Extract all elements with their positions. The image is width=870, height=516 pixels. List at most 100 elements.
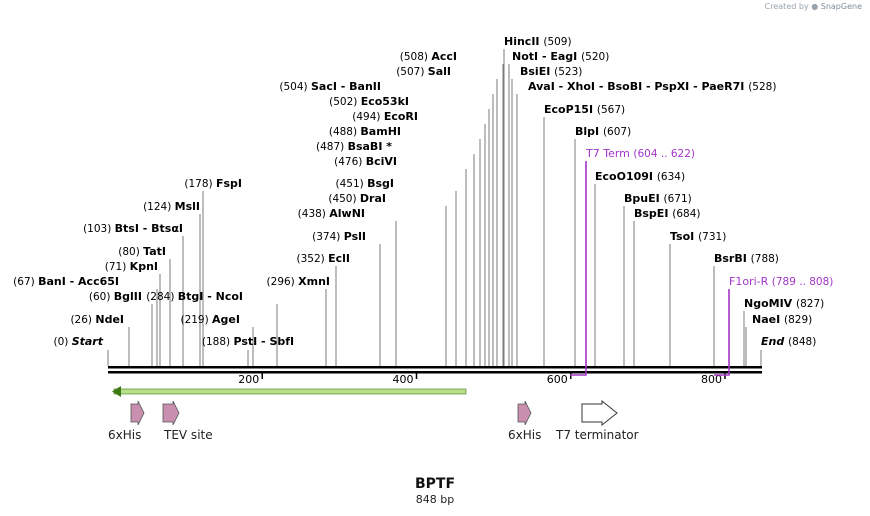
site-label-xmni[interactable]: (296) XmnI bbox=[267, 275, 330, 288]
site-label-kpni[interactable]: (71) KpnI bbox=[105, 260, 158, 273]
site-position: (607) bbox=[603, 126, 631, 138]
feature-tev-site-1[interactable]: TEV site bbox=[162, 400, 213, 442]
site-label-psli[interactable]: (374) PslI bbox=[312, 230, 366, 243]
site-label-msli[interactable]: (124) MslI bbox=[143, 200, 200, 213]
site-label-hincii[interactable]: HincII (509) bbox=[504, 35, 572, 48]
site-name: AgeI bbox=[212, 313, 240, 326]
svg-text:(508) AccI: (508) AccI bbox=[400, 50, 457, 63]
site-label-f1ori-r[interactable]: F1ori-R (789 .. 808) bbox=[729, 275, 833, 288]
site-label-tsoi[interactable]: TsoI (731) bbox=[670, 230, 726, 243]
svg-text:(352) EclI: (352) EclI bbox=[297, 252, 350, 265]
site-label-bamhi[interactable]: (488) BamHI bbox=[329, 125, 401, 138]
site-name: NdeI bbox=[95, 313, 124, 326]
svg-text:(487) BsaBI *: (487) BsaBI * bbox=[316, 140, 392, 153]
site-label-btsi-bts-i[interactable]: (103) BtsI - BtsαI bbox=[83, 222, 183, 235]
site-label-ngomiv[interactable]: NgoMIV (827) bbox=[744, 297, 824, 310]
feature-t7-terminator-3[interactable]: T7 terminator bbox=[555, 399, 639, 442]
site-label-ecoo109i[interactable]: EcoO109I (634) bbox=[595, 170, 685, 183]
site-label-ecori[interactable]: (494) EcoRI bbox=[352, 110, 418, 123]
site-label-saci-banii[interactable]: (504) SacI - BanII bbox=[279, 80, 381, 93]
site-position: (789 .. 808) bbox=[772, 276, 834, 288]
svg-text:(374) PslI: (374) PslI bbox=[312, 230, 366, 243]
site-name: BsrBI bbox=[714, 252, 751, 265]
feature-label: 6xHis bbox=[108, 428, 141, 442]
site-name: MslI bbox=[175, 200, 200, 213]
site-position: (827) bbox=[796, 298, 824, 310]
site-label-ndei[interactable]: (26) NdeI bbox=[70, 313, 124, 326]
site-position: (507) bbox=[396, 66, 428, 78]
site-name: EcoRI bbox=[384, 110, 418, 123]
site-label-end[interactable]: End (848) bbox=[761, 335, 816, 348]
site-name: HincII bbox=[504, 35, 543, 48]
site-label-blpi[interactable]: BlpI (607) bbox=[575, 125, 631, 138]
site-label-eco53ki[interactable]: (502) Eco53kI bbox=[329, 95, 409, 108]
site-label-drai[interactable]: (450) DraI bbox=[328, 192, 386, 205]
site-position: (502) bbox=[329, 96, 361, 108]
site-name: AccI bbox=[431, 50, 457, 63]
site-label-sali[interactable]: (507) SalI bbox=[396, 65, 451, 78]
svg-text:BlpI (607): BlpI (607) bbox=[575, 125, 631, 138]
site-name: BspEI bbox=[634, 207, 672, 220]
site-position: (284) bbox=[146, 291, 178, 303]
site-label-t7-term[interactable]: T7 Term (604 .. 622) bbox=[585, 147, 695, 160]
svg-text:NotI - EagI (520): NotI - EagI (520) bbox=[512, 50, 609, 63]
site-label-fspi[interactable]: (178) FspI bbox=[184, 177, 242, 190]
site-label-btgi-ncoi[interactable]: (284) BtgI - NcoI bbox=[146, 290, 243, 303]
site-label-tati[interactable]: (80) TatI bbox=[118, 245, 166, 258]
snapgene-credit: Created by ● SnapGene bbox=[765, 2, 862, 11]
site-position: (567) bbox=[597, 104, 625, 116]
site-label-noti-eagi[interactable]: NotI - EagI (520) bbox=[512, 50, 609, 63]
site-name: Start bbox=[72, 335, 104, 348]
site-label-avai-xhoi-bsobi-pspxi-paer7i[interactable]: AvaI - XhoI - BsoBI - PspXI - PaeR7I (52… bbox=[528, 80, 776, 93]
site-leader-lines bbox=[107, 49, 762, 366]
site-label-naei[interactable]: NaeI (829) bbox=[752, 313, 812, 326]
dna-backbone bbox=[108, 366, 762, 374]
svg-text:(296) XmnI: (296) XmnI bbox=[267, 275, 330, 288]
orf-arrow[interactable] bbox=[112, 386, 467, 397]
site-label-acci[interactable]: (508) AccI bbox=[400, 50, 457, 63]
site-name: BsgI bbox=[367, 177, 394, 190]
svg-text:(502) Eco53kI: (502) Eco53kI bbox=[329, 95, 409, 108]
site-label-bsabi[interactable]: (487) BsaBI * bbox=[316, 140, 392, 153]
svg-text:BspEI (684): BspEI (684) bbox=[634, 207, 700, 220]
site-label-bpuei[interactable]: BpuEI (671) bbox=[624, 192, 692, 205]
site-name: BtgI - NcoI bbox=[178, 290, 243, 303]
site-position: (188) bbox=[202, 336, 234, 348]
svg-text:600: 600 bbox=[547, 373, 568, 386]
site-position: (509) bbox=[543, 36, 571, 48]
site-position: (67) bbox=[13, 276, 38, 288]
site-label-bspei[interactable]: BspEI (684) bbox=[634, 207, 700, 220]
site-label-bani-acc65i[interactable]: (67) BanI - Acc65I bbox=[13, 275, 119, 288]
site-label-agei[interactable]: (219) AgeI bbox=[180, 313, 240, 326]
svg-text:BpuEI (671): BpuEI (671) bbox=[624, 192, 692, 205]
svg-text:(488) BamHI: (488) BamHI bbox=[329, 125, 401, 138]
site-label-bsiei[interactable]: BsiEI (523) bbox=[520, 65, 582, 78]
site-label-bglii[interactable]: (60) BglII bbox=[89, 290, 142, 303]
site-label-alwni[interactable]: (438) AlwNI bbox=[298, 207, 365, 220]
site-name: EcoP15I bbox=[544, 103, 597, 116]
site-label-psti-sbfi[interactable]: (188) PstI - SbfI bbox=[202, 335, 294, 348]
site-position: (604 .. 622) bbox=[633, 148, 695, 160]
site-position: (71) bbox=[105, 261, 130, 273]
svg-text:NgoMIV (827): NgoMIV (827) bbox=[744, 297, 824, 310]
site-name: PslI bbox=[344, 230, 366, 243]
site-position: (219) bbox=[180, 314, 212, 326]
feature-6xhis-2[interactable]: 6xHis bbox=[508, 400, 541, 442]
site-label-start[interactable]: (0) Start bbox=[53, 335, 103, 348]
svg-text:(494) EcoRI: (494) EcoRI bbox=[352, 110, 418, 123]
svg-text:NaeI (829): NaeI (829) bbox=[752, 313, 812, 326]
site-label-ecop15i[interactable]: EcoP15I (567) bbox=[544, 103, 625, 116]
site-label-bsgi[interactable]: (451) BsgI bbox=[336, 177, 394, 190]
site-label-ecli[interactable]: (352) EclI bbox=[297, 252, 350, 265]
site-label-bcivi[interactable]: (476) BciVI bbox=[334, 155, 397, 168]
site-name: BanI - Acc65I bbox=[38, 275, 119, 288]
site-name: F1ori-R bbox=[729, 275, 772, 288]
feature-6xhis-0[interactable]: 6xHis bbox=[108, 400, 145, 442]
site-label-bsrbi[interactable]: BsrBI (788) bbox=[714, 252, 779, 265]
site-labels: (0) Start (26) NdeI (60) BglII (67) BanI - … bbox=[13, 35, 833, 348]
site-name: End bbox=[761, 335, 788, 348]
site-position: (731) bbox=[698, 231, 726, 243]
svg-text:BsrBI (788): BsrBI (788) bbox=[714, 252, 779, 265]
site-position: (374) bbox=[312, 231, 344, 243]
